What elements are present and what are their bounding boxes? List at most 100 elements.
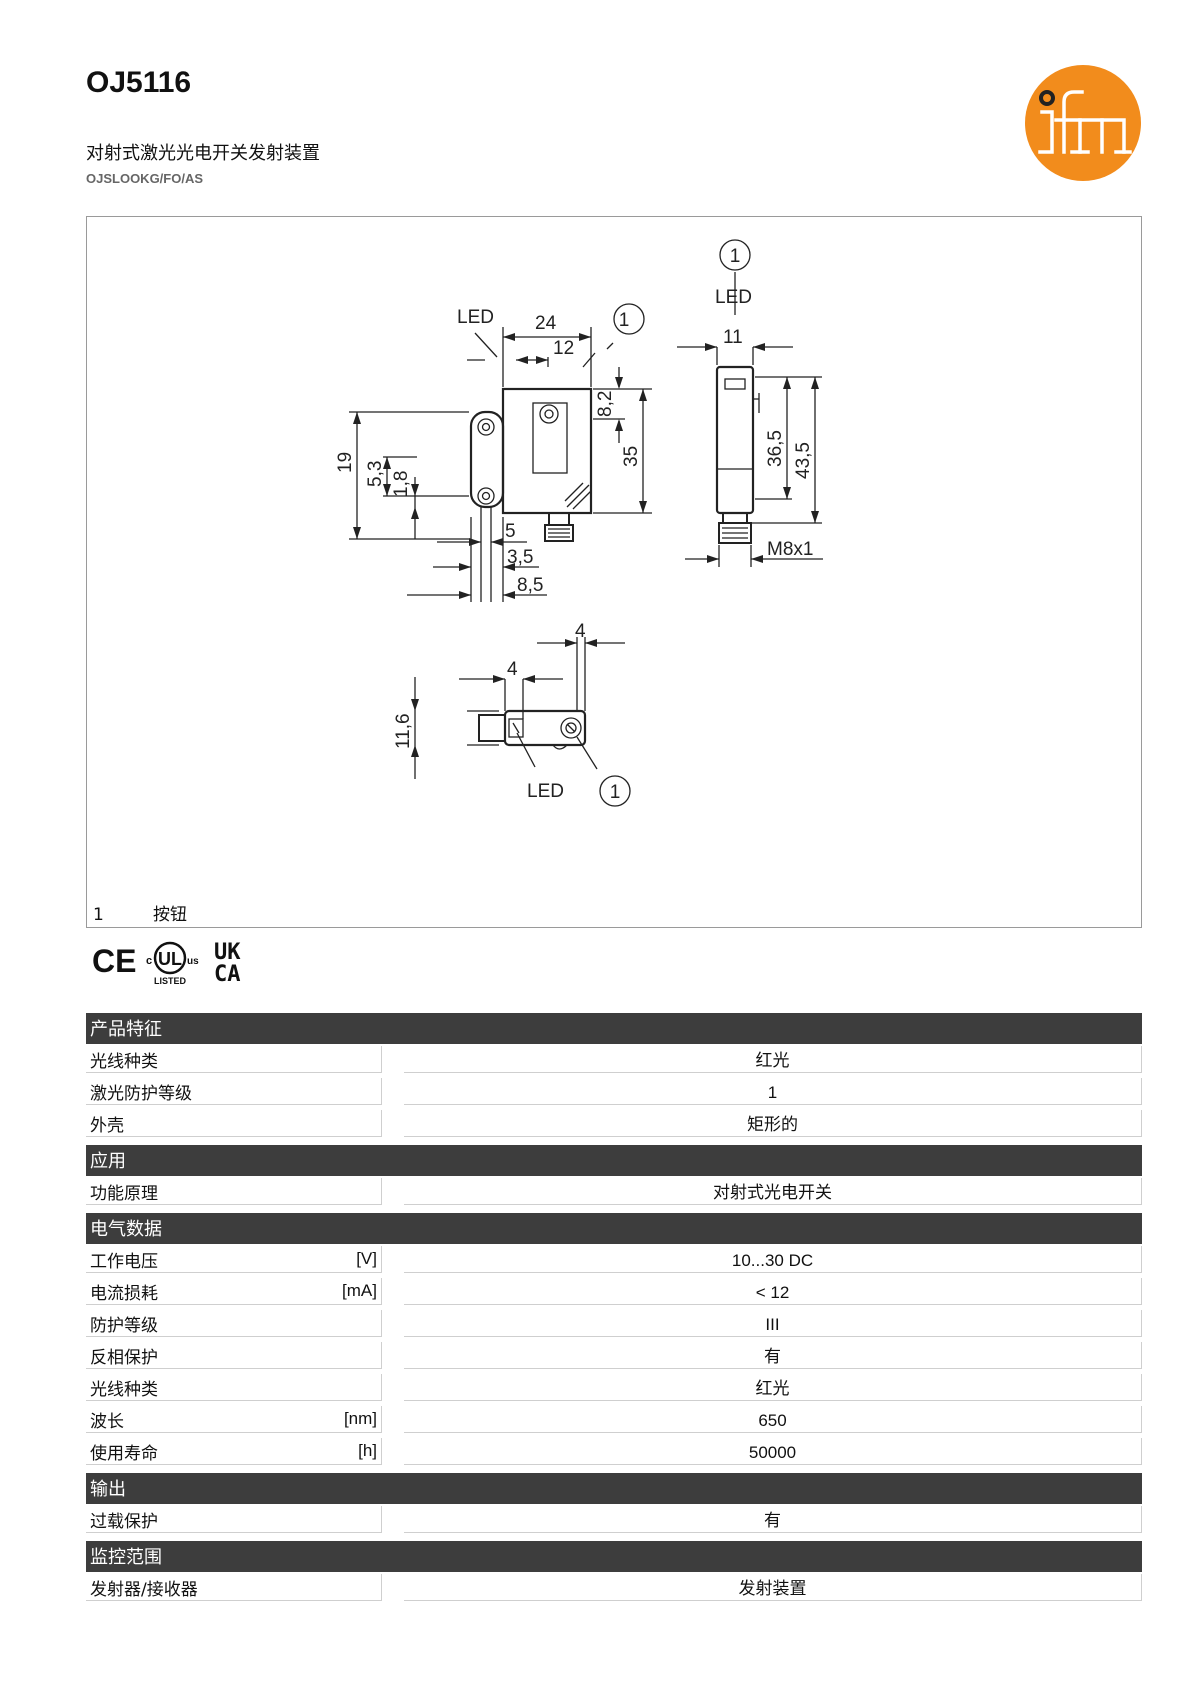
front-connector [548,512,570,526]
spec-label: 功能原理 [90,1183,158,1204]
dim-11-6: 11,6 [393,713,414,749]
section-header: 输出 [86,1473,1142,1504]
ukca-mark: UK [214,940,241,965]
spec-value: 650 [404,1406,1142,1433]
spec-value: 对射式光电开关 [404,1178,1142,1205]
certification-marks: CE UL c us LISTED UK CA [92,940,241,986]
spec-row: 防护等级 III [86,1308,1142,1340]
dim-8-5: 8,5 [517,575,543,596]
spec-row: 激光防护等级 1 [86,1076,1142,1108]
spec-label-cell: 电流损耗 [mA] [86,1278,382,1305]
dim-1-8: 1,8 [391,471,412,497]
spec-label: 光线种类 [90,1051,158,1072]
front-housing [501,387,593,515]
spec-label-cell: 工作电压 [V] [86,1246,382,1273]
dim-12: 12 [553,338,574,359]
spec-row: 外壳 矩形的 [86,1108,1142,1140]
spec-row: 过载保护 有 [86,1504,1142,1536]
dim-5: 5 [505,521,516,542]
spec-row: 光线种类红光 [86,1372,1142,1404]
spec-row: 电流损耗 [mA] < 12 [86,1276,1142,1308]
spec-value: 红光 [404,1046,1142,1073]
product-title: OJ5116 [86,66,192,99]
spec-value: 有 [404,1342,1142,1369]
legend-text: 按钮 [153,905,187,925]
spec-value: 红光 [404,1374,1142,1401]
spec-unit: [nm] [343,1409,377,1428]
spec-label: 激光防护等级 [90,1083,192,1104]
spec-label: 波长 [90,1411,124,1432]
spec-label-cell: 发射器/接收器 [86,1574,382,1601]
spec-label: 反相保护 [90,1347,158,1368]
spec-label: 使用寿命 [90,1443,158,1464]
spec-row: 使用寿命 [h] 50000 [86,1436,1142,1468]
led-label-top: LED [527,781,564,802]
dim-19: 19 [335,452,356,473]
section-header: 电气数据 [86,1213,1142,1244]
legend-number: 1 [93,905,104,925]
dim-5-3: 5,3 [365,461,386,487]
spec-unit: [mA] [342,1281,377,1300]
spec-row: 发射器/接收器 发射装置 [86,1572,1142,1604]
spec-row: 波长 [nm] 650 [86,1404,1142,1436]
spec-label: 电流损耗 [90,1283,158,1304]
spec-unit: [h] [358,1441,377,1460]
svg-text:c: c [146,955,152,967]
callout-1-side: 1 [730,246,741,267]
spec-label-cell: 功能原理 [86,1178,382,1205]
led-label-side: LED [715,287,752,308]
led-label-front: LED [457,307,494,328]
spec-label-cell: 外壳 [86,1110,382,1137]
spec-label-cell: 激光防护等级 [86,1078,382,1105]
dim-4-b: 4 [575,621,586,642]
dim-24: 24 [535,313,557,334]
thread-label: M8x1 [767,539,813,560]
spec-label: 外壳 [90,1115,124,1136]
spec-label-cell: 过载保护 [86,1506,382,1533]
spec-value: III [404,1310,1142,1337]
spec-value: 发射装置 [404,1574,1142,1601]
spec-value: 矩形的 [404,1110,1142,1137]
ul-mark [153,941,187,975]
dim-4-a: 4 [507,659,518,680]
drawing-legend: 1 按钮 [93,900,187,925]
spec-row: 反相保护 有 [86,1340,1142,1372]
spec-label: 过载保护 [90,1511,158,1532]
side-connector [722,512,748,524]
spec-label-cell: 使用寿命 [h] [86,1438,382,1465]
spec-label: 发射器/接收器 [90,1579,198,1600]
spec-label: 工作电压 [90,1251,158,1272]
top-housing [503,709,587,747]
section-header: 监控范围 [86,1541,1142,1572]
dim-8-2: 8,2 [595,391,616,417]
section-header: 应用 [86,1145,1142,1176]
dimension-drawing: LED 24 12 8,2 35 19 5,3 1,8 5 3,5 8,5 1 … [86,216,1142,928]
ifm-logo: ifm [1025,65,1141,181]
dimension-drawing-svg: LED 24 12 8,2 35 19 5,3 1,8 5 3,5 8,5 1 … [335,239,823,807]
ce-mark: CE [92,943,136,979]
spec-unit: [V] [356,1249,377,1268]
spec-label-cell: 波长 [nm] [86,1406,382,1433]
product-subtitle: 对射式激光光电开关发射装置 [86,143,320,164]
spec-value: 50000 [404,1438,1142,1465]
spec-value: 10...30 DC [404,1246,1142,1273]
spec-label: 防护等级 [90,1315,158,1336]
spec-label-cell: 光线种类 [86,1374,382,1401]
spec-label-cell: 光线种类 [86,1046,382,1073]
dim-3-5: 3,5 [507,547,533,568]
spec-row: 工作电压 [V] 10...30 DC [86,1244,1142,1276]
svg-text:LISTED: LISTED [154,976,187,986]
svg-text:CA: CA [214,962,241,986]
svg-text:us: us [187,956,199,967]
spec-row: 功能原理 对射式光电开关 [86,1176,1142,1208]
dim-11: 11 [723,327,743,348]
spec-value: 有 [404,1506,1142,1533]
spec-value: < 12 [404,1278,1142,1305]
spec-row: 光线种类 红光 [86,1044,1142,1076]
spec-label-cell: 防护等级 [86,1310,382,1337]
dim-36-5: 36,5 [765,430,786,467]
svg-text:ifm: ifm [1083,173,1085,175]
dim-35: 35 [621,446,642,467]
spec-value: 1 [404,1078,1142,1105]
